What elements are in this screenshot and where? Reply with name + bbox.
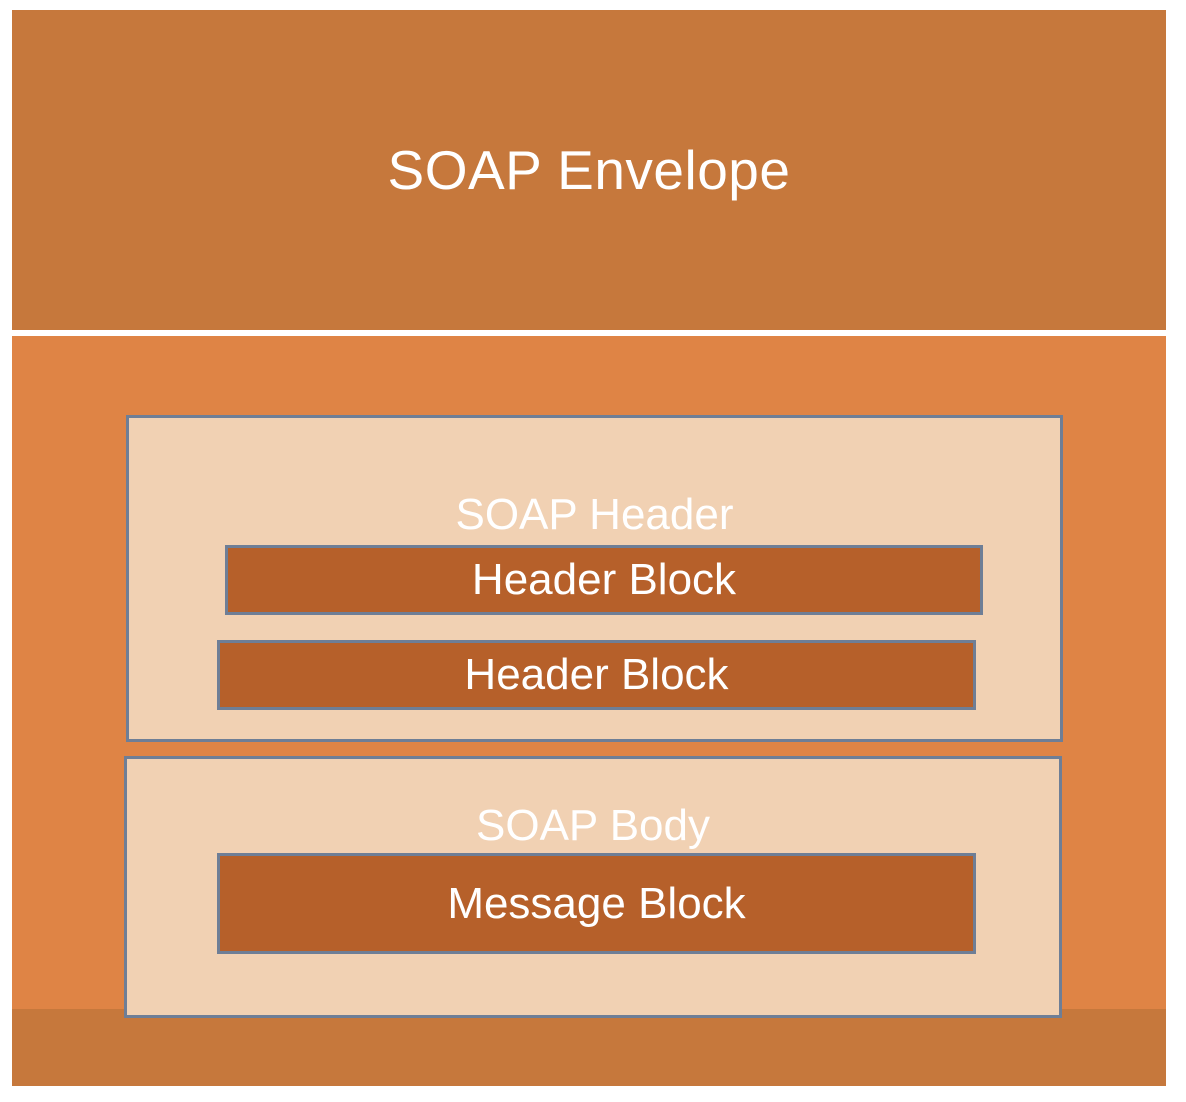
header-block-1-label: Header Block bbox=[471, 555, 737, 604]
envelope-bottom-band bbox=[12, 1009, 1166, 1086]
soap-body-label: SOAP Body bbox=[476, 801, 710, 850]
soap-body-panel: SOAP Body Message Block bbox=[124, 756, 1062, 1018]
message-block-label: Message Block bbox=[447, 878, 746, 928]
soap-header-label: SOAP Header bbox=[455, 490, 734, 539]
header-block-2-label: Header Block bbox=[464, 650, 729, 699]
soap-header-panel: SOAP Header Header Block Header Block bbox=[126, 415, 1063, 742]
envelope-title: SOAP Envelope bbox=[387, 139, 791, 201]
message-block: Message Block bbox=[217, 853, 976, 954]
envelope-title-band: SOAP Envelope bbox=[12, 10, 1166, 330]
header-block-1: Header Block bbox=[225, 545, 983, 615]
header-block-2: Header Block bbox=[217, 640, 976, 710]
